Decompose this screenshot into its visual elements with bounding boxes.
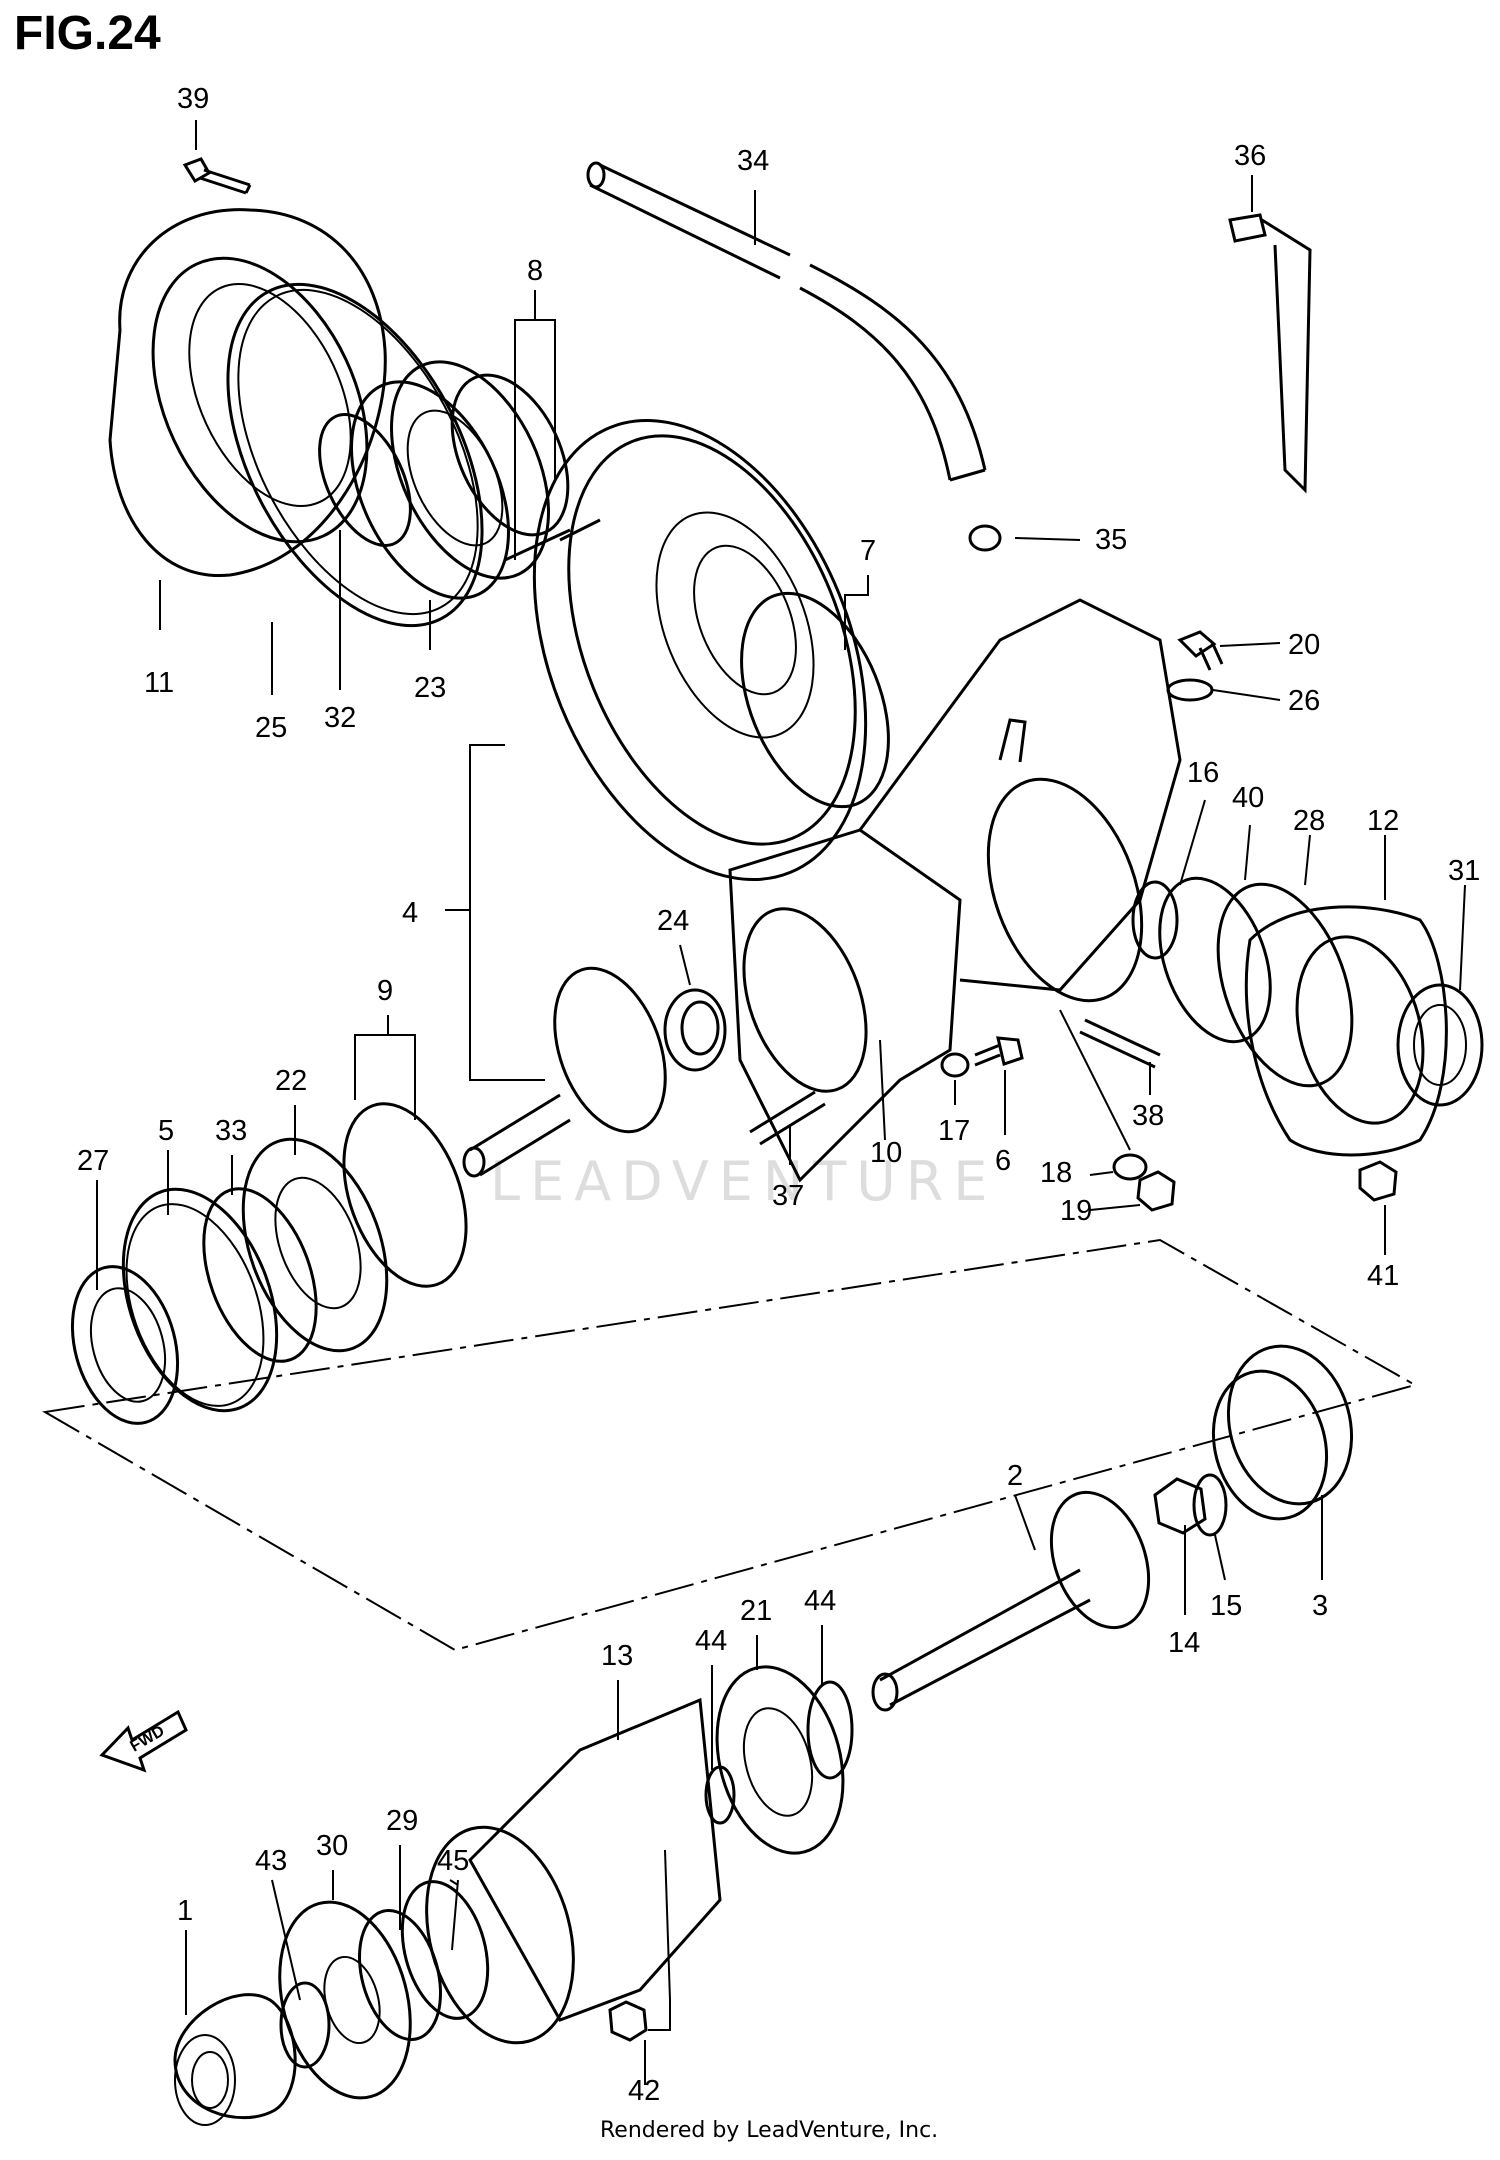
part-9-shim[interactable]: [321, 1087, 489, 1303]
part-43-circlip[interactable]: [279, 1981, 331, 2069]
callout-36: 36: [1234, 140, 1266, 172]
part-45-ring[interactable]: [388, 1872, 502, 2028]
callout-41: 41: [1367, 1260, 1399, 1292]
callout-10: 10: [870, 1137, 902, 1169]
callout-43: 43: [255, 1845, 287, 1877]
callout-9: 9: [377, 975, 393, 1007]
part-29-bearing[interactable]: [346, 1901, 454, 2048]
callout-22: 22: [275, 1065, 307, 1097]
callout-4: 4: [402, 897, 418, 929]
callout-1: 1: [177, 1895, 193, 1927]
part-6-bolt[interactable]: [974, 1036, 1024, 1067]
callout-25: 25: [255, 712, 287, 744]
part-25-o-ring-inner: [237, 288, 479, 616]
callout-28: 28: [1293, 805, 1325, 837]
callout-19: 19: [1060, 1195, 1092, 1227]
part-44-circlip-front[interactable]: [704, 1765, 736, 1825]
callout-37: 37: [772, 1180, 804, 1212]
part-25-o-ring[interactable]: [175, 242, 534, 667]
callout-32: 32: [324, 702, 356, 734]
callout-14: 14: [1168, 1627, 1200, 1659]
part-11-cover[interactable]: [108, 208, 409, 578]
watermark: LEADVENTURE: [490, 1150, 998, 1213]
callout-8: 8: [527, 255, 543, 287]
callout-20: 20: [1288, 629, 1320, 661]
callout-7: 7: [860, 535, 876, 567]
callout-13: 13: [601, 1640, 633, 1672]
part-1-boot[interactable]: [173, 1993, 297, 2126]
callout-34: 34: [737, 145, 769, 177]
part-38-stud[interactable]: [1079, 1018, 1161, 1069]
callout-18: 18: [1040, 1157, 1072, 1189]
callout-33: 33: [215, 1115, 247, 1147]
part-4-pinion-gear[interactable]: [462, 953, 686, 1178]
part-3-gear[interactable]: [1197, 1332, 1368, 1531]
callout-45: 45: [437, 1845, 469, 1877]
assembly-frame: [42, 1238, 1418, 1652]
part-32-shim[interactable]: [301, 400, 429, 559]
part-15-washer[interactable]: [1192, 1473, 1228, 1537]
callout-29: 29: [386, 1805, 418, 1837]
part-41-nut[interactable]: [1358, 1160, 1398, 1202]
part-2-drive-shaft[interactable]: [871, 1479, 1166, 1712]
part-16-ring[interactable]: [1131, 880, 1179, 960]
callout-17: 17: [938, 1115, 970, 1147]
callout-16: 16: [1187, 757, 1219, 789]
part-28-o-ring[interactable]: [1193, 866, 1378, 1104]
callout-44-rear: 44: [804, 1585, 836, 1617]
part-10-case[interactable]: [721, 598, 1182, 1183]
callout-3: 3: [1312, 1590, 1328, 1622]
part-21-bearing[interactable]: [697, 1653, 862, 1868]
figure-title: FIG.24: [14, 7, 161, 60]
callout-42: 42: [628, 2075, 660, 2107]
callout-40: 40: [1232, 782, 1264, 814]
leader-lines: [96, 120, 1466, 2085]
callout-11: 11: [144, 667, 174, 699]
part-4-ring-gear[interactable]: [471, 371, 929, 928]
part-7-shim[interactable]: [713, 572, 917, 828]
callout-2: 2: [1007, 1460, 1023, 1492]
callout-24: 24: [657, 905, 689, 937]
part-23-bearing[interactable]: [320, 337, 580, 623]
callout-5: 5: [158, 1115, 174, 1147]
callout-38: 38: [1132, 1100, 1164, 1132]
part-39-bolt[interactable]: [182, 157, 252, 195]
callout-35: 35: [1095, 524, 1127, 556]
part-42-nut[interactable]: [608, 2000, 648, 2042]
part-44-circlip-rear[interactable]: [806, 1680, 854, 1780]
part-36-tool[interactable]: [1228, 213, 1312, 494]
callout-23: 23: [414, 672, 446, 704]
fwd-arrow-icon: FWD: [99, 1709, 188, 1773]
callout-26: 26: [1288, 685, 1320, 717]
part-17-washer[interactable]: [940, 1052, 970, 1078]
callout-labels: 39 11 25 32 23 8 34 7 35 36 20 26 4 24 1…: [77, 83, 1480, 2107]
part-5-one-way-clutch[interactable]: [95, 1168, 305, 1432]
part-19-plug[interactable]: [1136, 1170, 1176, 1212]
part-18-washer[interactable]: [1112, 1153, 1148, 1181]
callout-27: 27: [77, 1145, 109, 1177]
callout-39: 39: [177, 83, 209, 115]
callout-44-front: 44: [695, 1625, 727, 1657]
part-37-stud[interactable]: [749, 1090, 826, 1146]
footer-credit: Rendered by LeadVenture, Inc.: [600, 2118, 939, 2143]
part-22-bearing[interactable]: [216, 1119, 413, 1370]
callout-21: 21: [740, 1595, 772, 1627]
part-27-oil-seal[interactable]: [56, 1255, 194, 1435]
part-33-ring[interactable]: [182, 1173, 338, 1376]
part-26-washer[interactable]: [1166, 678, 1214, 702]
part-14-nut[interactable]: [1153, 1477, 1207, 1535]
callout-31: 31: [1448, 855, 1480, 887]
part-35-clip[interactable]: [968, 524, 1002, 552]
callout-15: 15: [1210, 1590, 1242, 1622]
callout-12: 12: [1367, 805, 1399, 837]
part-12-housing[interactable]: [1244, 905, 1448, 1157]
part-34-hose[interactable]: [586, 161, 987, 482]
part-31-oil-seal[interactable]: [1396, 983, 1484, 1107]
part-24-needle-bearing[interactable]: [663, 988, 727, 1072]
part-40-bearing[interactable]: [1139, 863, 1291, 1057]
callout-6: 6: [995, 1145, 1011, 1177]
callout-30: 30: [316, 1830, 348, 1862]
part-20-bolt[interactable]: [1177, 630, 1224, 671]
